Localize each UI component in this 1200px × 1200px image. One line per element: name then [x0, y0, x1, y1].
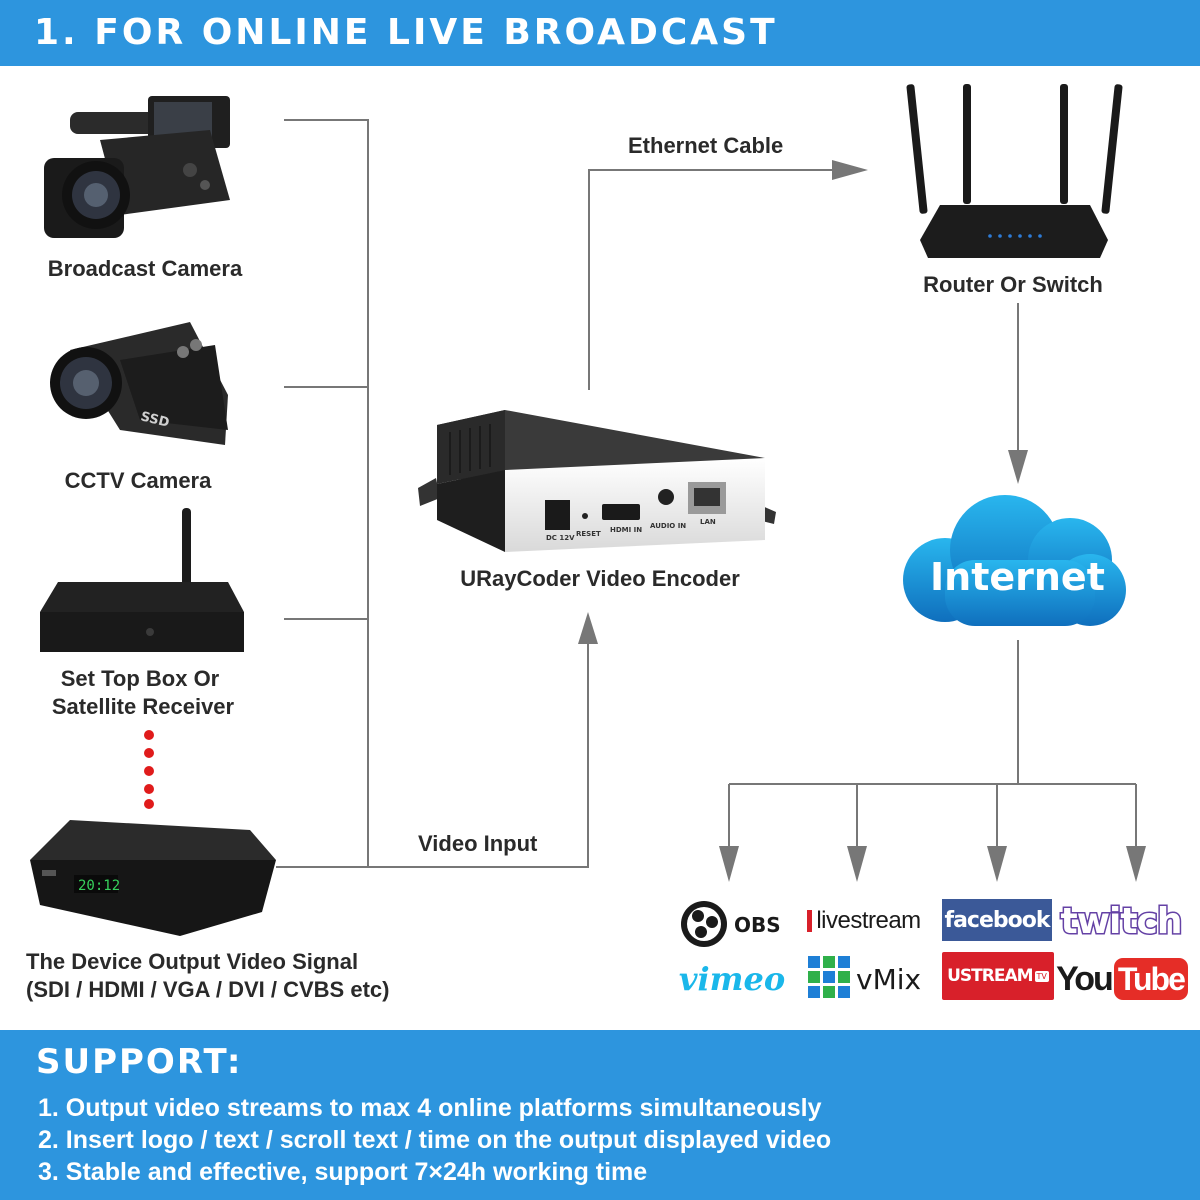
- internet-cloud-icon: [903, 495, 1126, 626]
- router-icon: [906, 84, 1123, 258]
- vimeo-text: vimeo: [678, 960, 786, 998]
- facebook-text: facebook: [944, 907, 1051, 933]
- ethernet-arrow: [832, 160, 868, 180]
- twitch-logo: twitch: [1059, 899, 1184, 943]
- port-reset: RESET: [576, 530, 601, 538]
- support-item: 1. Output video streams to max 4 online …: [38, 1094, 822, 1122]
- vmix-icon: [808, 956, 850, 998]
- obs-icon: [681, 901, 727, 947]
- obs-text: OBS: [734, 913, 781, 937]
- ustream-tv-badge: TV: [1034, 970, 1049, 982]
- video-encoder-icon: DC 12V RESET HDMI IN AUDIO IN LAN: [418, 410, 776, 552]
- obs-logo: OBS: [734, 904, 790, 946]
- port-dc: DC 12V: [546, 534, 575, 542]
- ethernet-cable-label: Ethernet Cable: [628, 133, 784, 158]
- device-output-label-line1: The Device Output Video Signal: [26, 949, 359, 974]
- livestream-text: livestream: [807, 909, 921, 933]
- device-output-label-line2: (SDI / HDMI / VGA / DVI / CVBS etc): [26, 977, 390, 1002]
- platform-arrows: [719, 846, 1146, 882]
- page-title: 1. FOR ONLINE LIVE BROADCAST: [34, 12, 778, 53]
- video-input-arrow: [578, 612, 598, 644]
- ustream-logo: USTREAM TV: [942, 952, 1054, 1000]
- router-internet-arrow: [1008, 450, 1028, 484]
- port-audio: AUDIO IN: [650, 522, 686, 530]
- vmix-text: vMix: [856, 962, 922, 996]
- youtube-you-text: You: [1056, 959, 1114, 998]
- support-item: 2. Insert logo / text / scroll text / ti…: [38, 1126, 832, 1154]
- broadcast-camera-label: Broadcast Camera: [47, 256, 243, 281]
- support-item: 3. Stable and effective, support 7×24h w…: [38, 1158, 648, 1186]
- header-bar: 1. FOR ONLINE LIVE BROADCAST: [0, 0, 1200, 66]
- port-hdmi: HDMI IN: [610, 526, 642, 534]
- source-bus-lines: [276, 119, 589, 868]
- satellite-receiver-icon: 20:12: [30, 820, 276, 936]
- port-lan: LAN: [700, 518, 716, 526]
- encoder-label: URayCoder Video Encoder: [460, 566, 740, 591]
- cctv-camera-icon: SSD: [50, 322, 228, 445]
- support-list: 1. Output video streams to max 4 online …: [38, 1092, 831, 1188]
- video-input-label: Video Input: [418, 831, 538, 856]
- cctv-camera-label: CCTV Camera: [64, 468, 212, 493]
- facebook-logo: facebook: [942, 899, 1052, 941]
- internet-label: Internet: [930, 555, 1105, 599]
- support-panel: SUPPORT: 1. Output video streams to max …: [0, 1030, 1200, 1200]
- vmix-logo: vMix: [856, 958, 926, 1000]
- ustream-text: USTREAM: [947, 966, 1033, 986]
- svg-text:SSD: SSD: [139, 409, 171, 431]
- platform-distribution-lines: [728, 640, 1137, 848]
- diagram-canvas: SSD 20:12 DC 12V: [30, 84, 1146, 998]
- youtube-logo: You Tube: [1056, 956, 1188, 1002]
- livestream-logo: livestream: [798, 900, 930, 942]
- broadcast-camera-icon: [44, 96, 230, 238]
- youtube-tube-text: Tube: [1113, 958, 1188, 1000]
- continuation-dots: [144, 730, 154, 809]
- set-top-box-icon: [40, 508, 244, 652]
- support-title: SUPPORT:: [36, 1042, 243, 1082]
- receiver-display: 20:12: [78, 878, 120, 894]
- set-top-box-label-line2: Satellite Receiver: [51, 694, 235, 719]
- router-label: Router Or Switch: [923, 272, 1103, 297]
- set-top-box-label-line1: Set Top Box Or: [60, 666, 220, 691]
- vimeo-logo: vimeo: [678, 958, 786, 1000]
- twitch-text: twitch: [1059, 899, 1184, 943]
- ethernet-line: [588, 169, 836, 390]
